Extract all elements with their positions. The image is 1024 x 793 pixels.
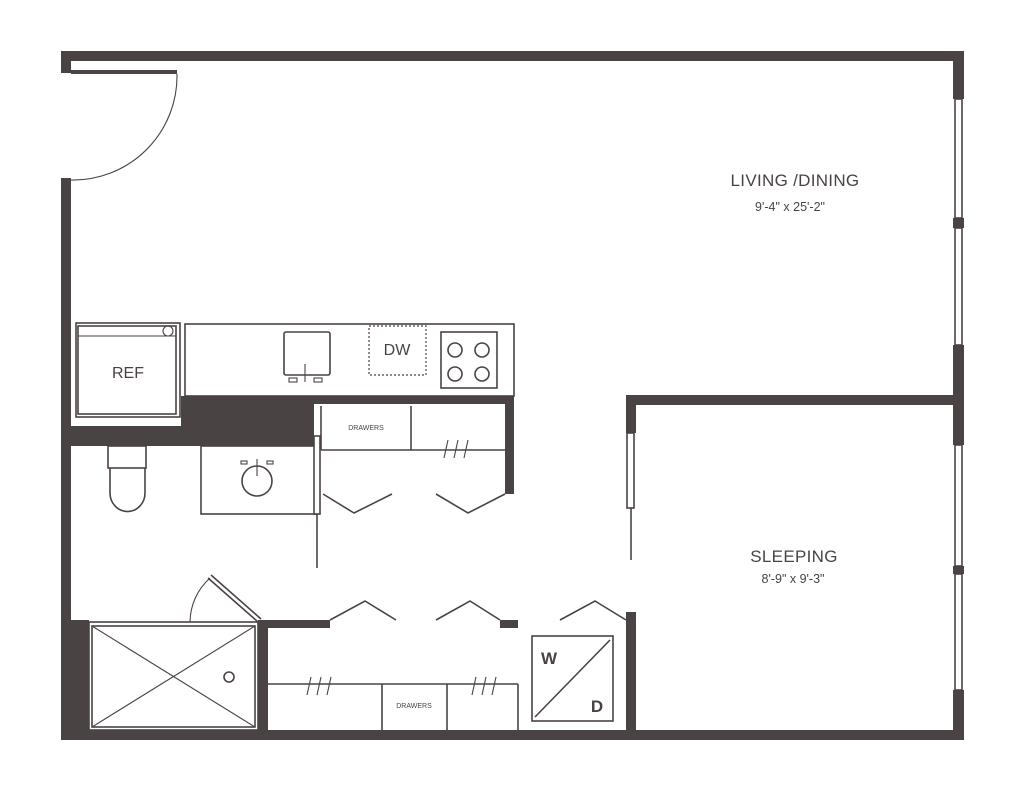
sleeping-label: SLEEPING 8'-9" x 9'-3" — [750, 547, 837, 586]
lower-drawers-label: DRAWERS — [396, 703, 432, 710]
sleeping-door[interactable] — [626, 432, 635, 560]
bathroom-door[interactable] — [189, 574, 262, 623]
dishwasher-label: DW — [384, 342, 412, 359]
sleeping-walls — [626, 395, 963, 740]
bathroom — [258, 620, 330, 740]
dryer-label: D — [591, 697, 603, 716]
upper-closet: DRAWERS — [313, 404, 514, 568]
living-room-name: LIVING /DINING — [731, 171, 860, 190]
lower-closet: DRAWERS — [268, 600, 627, 730]
living-room-dimensions: 9'-4" x 25'-2" — [755, 200, 825, 214]
upper-drawers-label: DRAWERS — [348, 425, 384, 432]
refrigerator-label: REF — [112, 365, 144, 382]
shower — [88, 621, 259, 731]
washer-dryer: W D — [531, 635, 614, 722]
bathroom-vanity — [200, 445, 316, 515]
windows — [954, 98, 963, 691]
dishwasher: DW — [368, 325, 427, 376]
sleeping-room-name: SLEEPING — [750, 547, 837, 566]
sleeping-room-dimensions: 8'-9" x 9'-3" — [762, 572, 825, 586]
living-dining-label: LIVING /DINING 9'-4" x 25'-2" — [731, 171, 860, 214]
refrigerator: REF — [77, 325, 177, 415]
stove — [440, 331, 498, 389]
entry-door[interactable] — [70, 70, 178, 181]
toilet — [107, 445, 147, 513]
washer-label: W — [541, 649, 558, 668]
kitchen-sink — [283, 331, 331, 383]
